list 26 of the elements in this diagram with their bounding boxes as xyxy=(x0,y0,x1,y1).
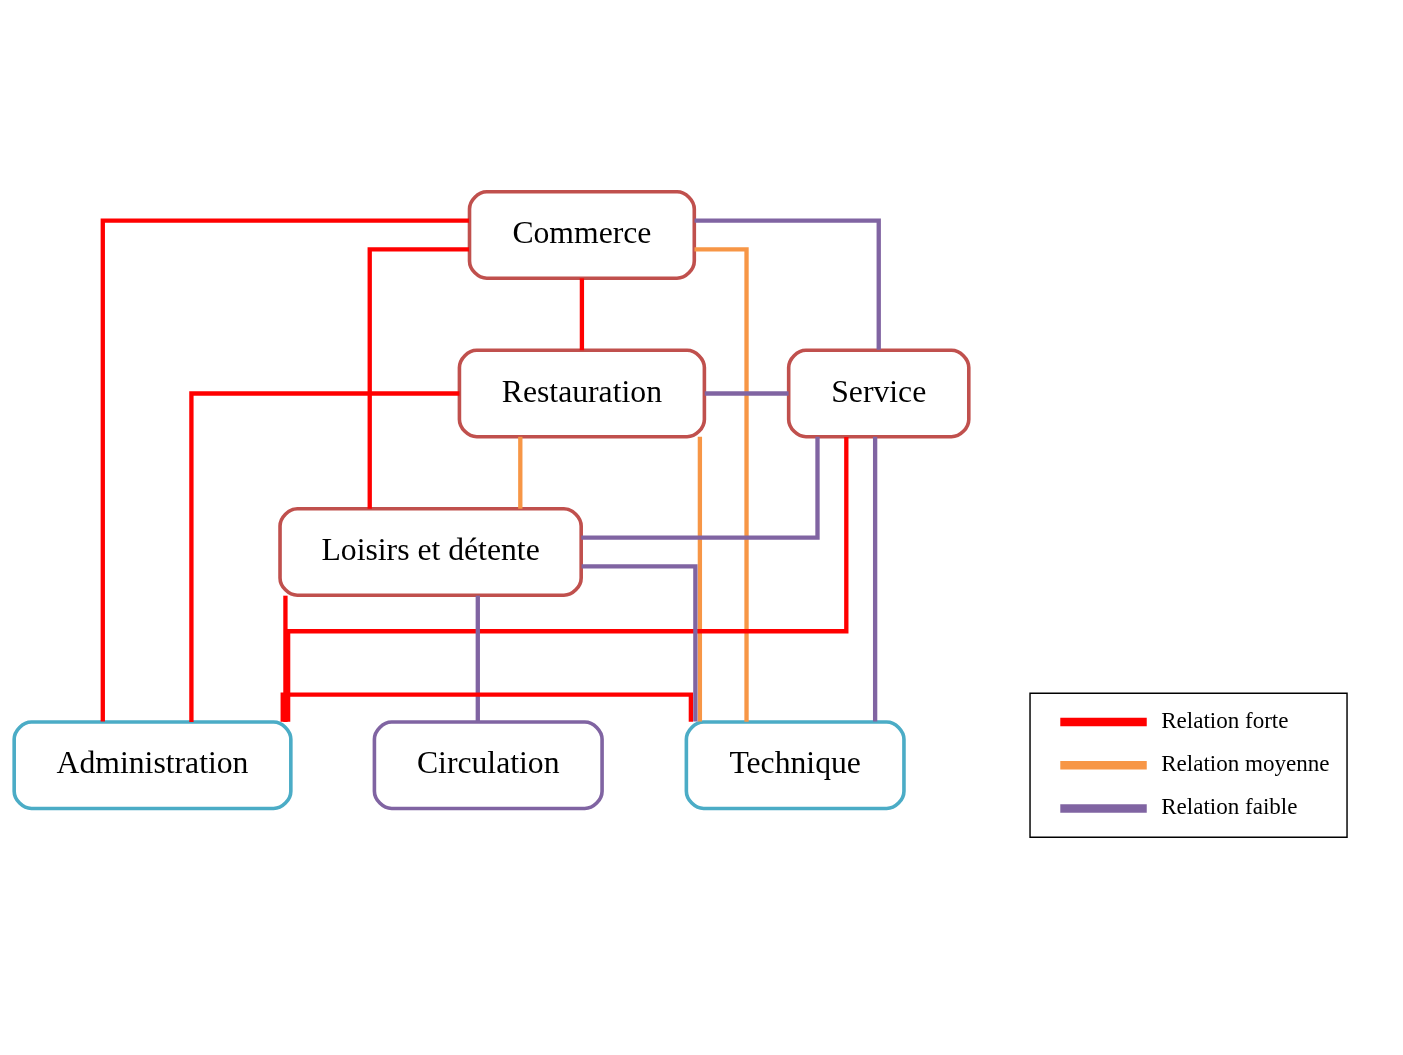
connector xyxy=(475,595,480,722)
connector xyxy=(697,436,703,722)
legend-label: Relation moyenne xyxy=(1161,749,1330,776)
connector xyxy=(280,692,694,722)
legend-label: Relation forte xyxy=(1161,706,1289,733)
node-box: Restauration xyxy=(457,348,707,439)
connector xyxy=(704,391,789,396)
node-box: Administration xyxy=(12,720,293,811)
connector xyxy=(100,218,469,722)
connector xyxy=(581,564,698,722)
connector xyxy=(189,391,460,722)
node-box: Loisirs et détente xyxy=(278,506,583,597)
connector xyxy=(872,436,878,722)
node-box: Technique xyxy=(684,720,906,811)
legend-label: Relation faible xyxy=(1161,792,1298,819)
connector xyxy=(694,218,881,350)
connector xyxy=(694,247,749,722)
node-box: Commerce xyxy=(467,189,697,281)
connector xyxy=(285,437,849,722)
node-box: Service xyxy=(786,348,971,439)
connector xyxy=(581,436,820,540)
connector xyxy=(283,595,288,722)
node-box: Circulation xyxy=(372,720,604,811)
connector xyxy=(518,436,523,509)
connector xyxy=(367,247,469,509)
connector xyxy=(579,278,585,351)
